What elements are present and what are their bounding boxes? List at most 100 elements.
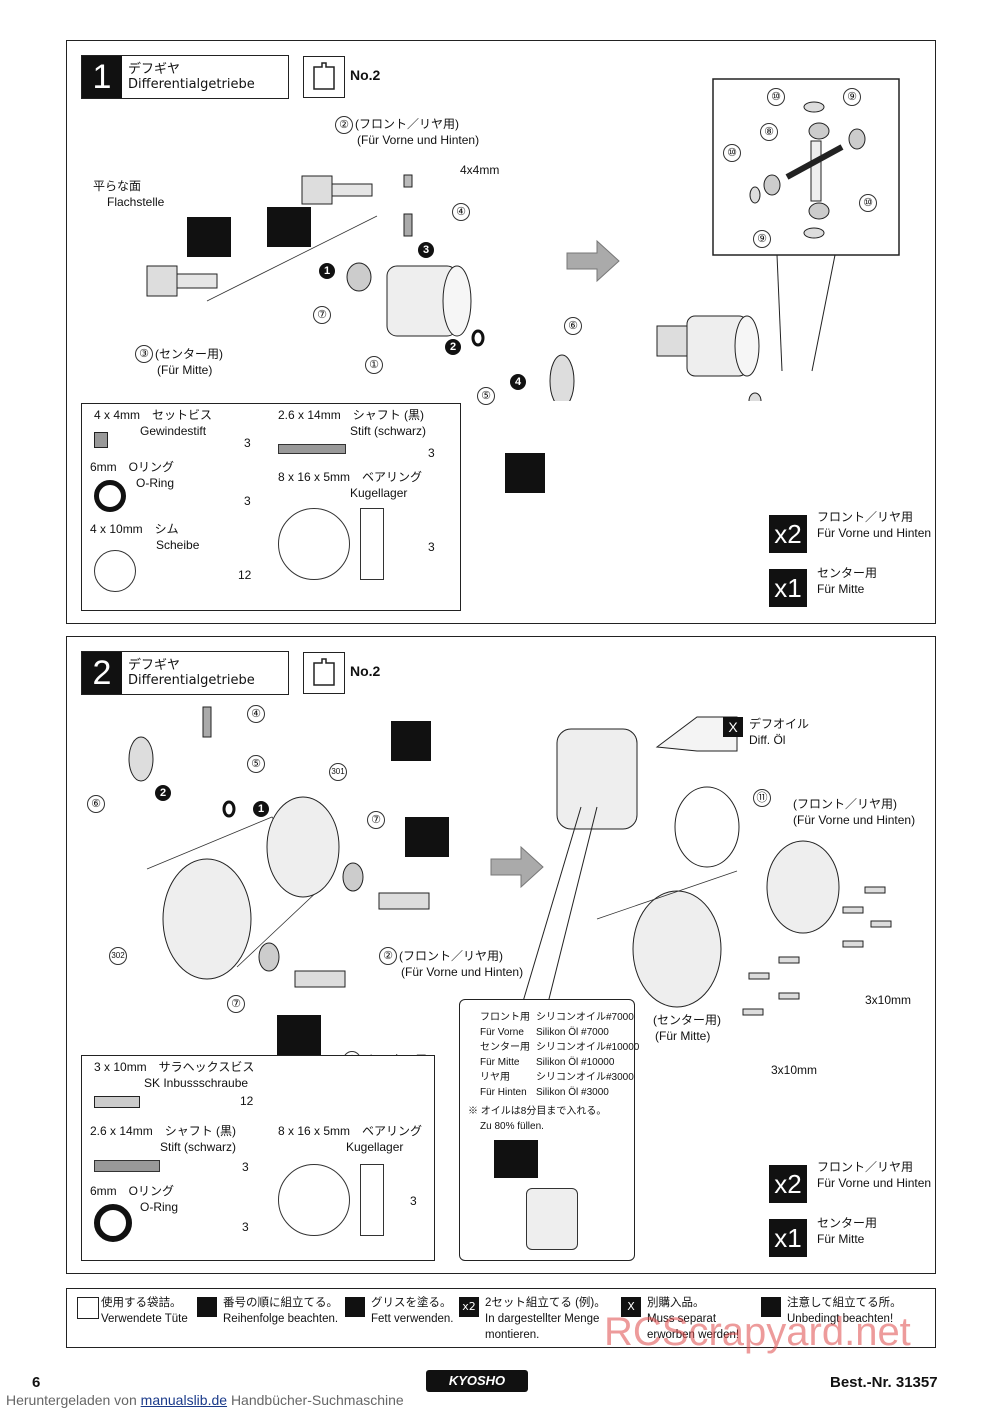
- oil-row-3-a: Für Mitte: [480, 1057, 520, 1068]
- download-text: Heruntergeladen von: [6, 1392, 137, 1408]
- oil-note-de: Zu 80% füllen.: [480, 1121, 544, 1132]
- inset-callout-9b: ⑨: [753, 230, 771, 248]
- order-icon: [391, 721, 431, 761]
- step1-header: 1 デフギヤ Differentialgetriebe: [81, 55, 289, 99]
- front-rear-de: (Für Vorne und Hinten): [357, 133, 480, 147]
- step1-panel: 1 デフギヤ Differentialgetriebe No.2: [66, 40, 936, 624]
- qty-x1-de-2: Für Mitte: [817, 1232, 865, 1246]
- legend-bag-jp: 使用する袋詰。: [101, 1297, 182, 1309]
- step2-bag-label: No.2: [350, 663, 381, 679]
- callout-2: ②: [379, 947, 397, 965]
- bearing-icon: [278, 508, 350, 580]
- part-shaft-de: Stift (schwarz): [350, 424, 427, 438]
- part-shaft-qty: 3: [428, 446, 435, 460]
- callout-6: ⑥: [87, 795, 105, 813]
- shaft-icon: [94, 1160, 160, 1172]
- part-setscrew-name: 4 x 4mm セットビス: [94, 408, 213, 422]
- oil-row-2-a: センター用: [480, 1042, 530, 1053]
- part-shim-de: Scheibe: [156, 538, 200, 552]
- part-oring-de: O-Ring: [136, 476, 175, 490]
- part-shaft-qty-2: 3: [242, 1160, 249, 1174]
- callout-2: ②: [335, 116, 353, 134]
- size-4x4: 4x4mm: [460, 163, 500, 177]
- part-setscrew-qty: 3: [244, 436, 251, 450]
- callout-11: ⑪: [753, 789, 771, 807]
- flat-label-de: Flachstelle: [107, 195, 165, 209]
- callout-4: ④: [452, 203, 470, 221]
- legend-caution-de: Unbedingt beachten!: [787, 1313, 894, 1325]
- step-2-marker: 2: [155, 785, 171, 801]
- step-4-marker: 4: [510, 374, 526, 390]
- callout-4: ④: [247, 705, 265, 723]
- step2-title-de: Differentialgetriebe: [128, 673, 255, 688]
- order-number: Best.-Nr. 31357: [830, 1374, 938, 1391]
- step2-panel: 2 デフギヤ Differentialgetriebe No.2: [66, 636, 936, 1274]
- oil-table-box: フロント用 シリコンオイル#7000 Für Vorne Silikon Öl …: [459, 999, 639, 1261]
- oil-label-de: Diff. Öl: [749, 733, 786, 747]
- legend-x2-de2: montieren.: [485, 1329, 540, 1341]
- callout-5: ⑤: [247, 755, 265, 773]
- callout-7b: ⑦: [227, 995, 245, 1013]
- part-oring-name-2: 6mm Oリング: [90, 1184, 175, 1198]
- part-screw-qty: 12: [240, 1094, 254, 1108]
- screw-size-1: 3x10mm: [865, 993, 912, 1007]
- center-de: (Für Mitte): [157, 363, 213, 377]
- site-rest: Handbücher-Suchmaschine: [230, 1392, 404, 1408]
- oil-row-2-b: シリコンオイル#10000: [536, 1042, 640, 1053]
- caution-icon: [761, 1297, 781, 1317]
- oil-row-1-a: Für Vorne: [480, 1027, 524, 1038]
- order-icon: [505, 453, 545, 493]
- callout-5: ⑤: [477, 387, 495, 405]
- part-bearing-de-2: Kugellager: [346, 1140, 404, 1154]
- caution-icon: [494, 1140, 538, 1178]
- legend-separate-de2: erworben werden!: [647, 1329, 740, 1341]
- page-number: 6: [32, 1374, 41, 1391]
- step1-diagram: [146, 78, 900, 401]
- front-rear-jp-2: (フロント／リヤ用): [399, 949, 503, 963]
- part-bearing-de: Kugellager: [350, 486, 408, 500]
- part-shaft-name-2: 2.6 x 14mm シャフト (黒): [90, 1124, 237, 1138]
- oil-label-jp: デフオイル: [749, 717, 810, 731]
- oil-row-5-a: Für Hinten: [480, 1087, 527, 1098]
- part-bearing-qty-2: 3: [410, 1194, 417, 1208]
- step-3-marker: 3: [418, 242, 434, 258]
- shaft-icon: [278, 444, 346, 454]
- center-de-3: (Für Mitte): [655, 1029, 711, 1043]
- bearing-side-icon: [360, 508, 384, 580]
- step1-number: 1: [82, 56, 122, 98]
- callout-6: ⑥: [564, 317, 582, 335]
- screw-icon: [94, 1096, 140, 1108]
- step2-parts-list: 3 x 10mm サラヘックスビス SK Inbussschraube 12 2…: [81, 1055, 435, 1261]
- part-oring-qty-2: 3: [242, 1220, 249, 1234]
- legend-order-jp: 番号の順に組立てる。: [223, 1297, 338, 1309]
- qty-x2-jp: フロント／リヤ用: [817, 510, 914, 524]
- step-2-marker: 2: [445, 339, 461, 355]
- oil-row-0-b: シリコンオイル#7000: [536, 1012, 634, 1023]
- oil-x-icon: X: [723, 717, 743, 737]
- bag-icon: [77, 1297, 99, 1319]
- oil-row-5-b: Silikon Öl #3000: [536, 1087, 609, 1098]
- callout-7: ⑦: [313, 306, 331, 324]
- qty-x2-icon: x2: [769, 515, 807, 553]
- callout-1: ①: [365, 356, 383, 374]
- site-link[interactable]: manualslib.de: [140, 1392, 228, 1408]
- qty-x1-icon: x1: [769, 1219, 807, 1257]
- legend-grease-jp: グリスを塗る。: [371, 1297, 452, 1309]
- qty-x2-de: Für Vorne und Hinten: [817, 526, 932, 540]
- step2-title-jp: デフギヤ: [128, 658, 181, 673]
- step2-diagram: [128, 706, 892, 1055]
- bearing-icon: [278, 1164, 350, 1236]
- callout-301: 301: [329, 763, 347, 781]
- oil-fill-illustration: [526, 1188, 578, 1250]
- shim-icon: [94, 550, 136, 592]
- x2-icon: x2: [459, 1297, 479, 1317]
- part-bearing-name-2: 8 x 16 x 5mm ベアリング: [278, 1124, 423, 1138]
- front-rear-de-2: (Für Vorne und Hinten): [401, 965, 524, 979]
- legend-bag-de: Verwendete Tüte: [101, 1313, 188, 1325]
- bag-icon: [303, 56, 345, 98]
- oil-row-4-b: シリコンオイル#3000: [536, 1072, 634, 1083]
- oil-note-jp: ※ オイルは8分目まで入れる。: [468, 1106, 607, 1117]
- brand-logo: KYOSHO: [426, 1370, 528, 1392]
- inset-callout-8: ⑧: [760, 123, 778, 141]
- qty-x1-icon: x1: [769, 569, 807, 607]
